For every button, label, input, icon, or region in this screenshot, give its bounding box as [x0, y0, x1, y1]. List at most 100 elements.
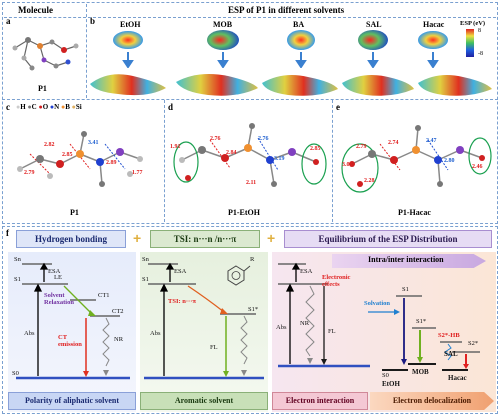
legend-si: Si	[75, 103, 82, 111]
panel-d: d 1.91 2.76 2.84 2.76 3.19 2.11 2.85 P1-…	[166, 100, 333, 222]
esp-sal	[358, 30, 388, 50]
footer-aliphatic-label: Polarity of aliphatic solvent	[25, 396, 119, 405]
row-divider	[2, 99, 498, 100]
c-dist-6: 1.77	[132, 170, 143, 176]
colorbar-title: ESP (eV)	[460, 20, 486, 27]
etoh-circle-right	[301, 143, 327, 185]
esp-hacac	[418, 31, 448, 49]
c-dist-3: 3.41	[88, 140, 99, 146]
panel-e-molecule-name: P1-Hacac	[398, 208, 431, 217]
d3-s2-hb: S2*-HB	[438, 332, 460, 339]
panel-a: a Molecule P1	[4, 4, 87, 98]
d-dist-5: 3.19	[274, 156, 285, 162]
d1-s1: S1	[14, 276, 21, 283]
d-dist-3: 2.84	[226, 150, 237, 156]
panel-f-label: f	[6, 228, 9, 238]
esp-etoh	[113, 31, 143, 49]
panel-c-molecule-name: P1	[70, 208, 79, 217]
esp-ba	[287, 30, 315, 50]
panel-b-title: ESP of P1 in different solvents	[228, 5, 345, 15]
footer-electron-interaction: Electron interaction	[272, 392, 368, 410]
etoh-circle-left	[173, 141, 199, 183]
panel-a-title-rule	[4, 17, 86, 18]
panel-b-label: b	[90, 16, 96, 26]
d3-etoh: EtOH	[382, 380, 400, 388]
d3-fl: FL	[328, 328, 336, 335]
panel-b-title-rule	[88, 17, 496, 18]
p1-ball-stick	[17, 131, 143, 187]
c-dist-4: 2.89	[106, 160, 117, 166]
d2-esa: ESA	[174, 268, 187, 275]
footer-electron-label: Electron interaction	[285, 396, 355, 405]
d1-sn: Sn	[14, 256, 21, 263]
d2-abs: Abs	[150, 330, 161, 337]
colorbar-min: -8	[478, 51, 483, 57]
benzene-icon	[227, 265, 245, 286]
complex-etoh	[90, 74, 166, 96]
panel-c-label: c	[6, 102, 10, 112]
solvent-label-etoh: EtOH	[120, 20, 141, 29]
p1-hacac-ball-stick	[341, 125, 492, 193]
d3-esa: ESA	[300, 268, 313, 275]
solvent-label-ba: BA	[293, 20, 305, 29]
panel-e-label: e	[336, 102, 340, 112]
legend-dot-h: ●	[16, 103, 21, 111]
legend-dot-o: ●	[38, 103, 43, 111]
d3-s1: S1	[402, 286, 409, 293]
mechanism-hydrogen-bonding: Hydrogen bonding	[16, 230, 126, 248]
mechanism-tsi: TSI: n···n /n···π	[150, 230, 260, 248]
d3-electronic-effects: Electronic effects	[322, 274, 351, 288]
footer-aliphatic: Polarity of aliphatic solvent	[8, 392, 136, 410]
d1-le: LE	[54, 274, 62, 281]
jablonski-3	[278, 262, 480, 371]
e-dist-5: 2.47	[426, 138, 437, 144]
d2-s1: S1	[142, 276, 149, 283]
panel-d-molecule-name: P1-EtOH	[228, 208, 260, 217]
panel-a-label: a	[6, 16, 11, 26]
d1-solvent-relaxation: Solvent Relaxation	[44, 292, 74, 306]
solvent-label-mob: MOB	[213, 20, 233, 29]
mechanism-label-1: Hydrogen bonding	[34, 234, 108, 244]
mechanism-label-3: Equilibrium of the ESP Distribution	[318, 234, 458, 244]
d3-sal: SAL	[444, 350, 458, 358]
atom-legend: ●H ●C ●O ●N ●B ●Si	[16, 103, 82, 111]
legend-b: B	[65, 103, 70, 111]
d2-r: R	[250, 256, 255, 263]
d-dist-1: 1.91	[170, 144, 181, 150]
panel-c: c ●H ●C ●O ●N ●B ●Si 2.82 2.85 3.41	[4, 100, 165, 222]
mechanism-esp-equilibrium: Equilibrium of the ESP Distribution	[284, 230, 492, 248]
hacac-circle-right	[468, 137, 492, 175]
d1-abs: Abs	[24, 330, 35, 337]
top-panel-frame	[2, 2, 498, 224]
d3-s2-star: S2*	[468, 340, 479, 347]
legend-h: H	[20, 103, 26, 111]
e-dist-2: 3.01	[342, 162, 353, 168]
d-dist-7: 2.85	[310, 146, 321, 152]
e-dist-1: 2.79	[356, 144, 367, 150]
c-dist-5: 2.79	[24, 170, 35, 176]
mechanism-label-2: TSI: n···n /n···π	[173, 234, 237, 244]
d1-ct-emission: CT emission	[58, 334, 82, 348]
c-dist-2: 2.85	[62, 152, 73, 158]
solvent-arrows	[122, 52, 439, 68]
d-dist-4: 2.76	[258, 136, 269, 142]
colorbar-max: 8	[478, 28, 481, 34]
complex-mob	[176, 74, 258, 96]
p1-etoh-ball-stick	[173, 123, 327, 187]
footer-aromatic: Aromatic solvent	[140, 392, 268, 410]
e-dist-4: 2.74	[388, 140, 399, 146]
diagram-electron: Intra/inter interaction	[272, 252, 496, 412]
intra-inter-label: Intra/inter interaction	[368, 255, 444, 264]
d3-mob: MOB	[412, 368, 429, 376]
legend-o: O	[42, 103, 49, 111]
complex-esp-surfaces	[90, 74, 492, 96]
footer-electron-delocalization: Electron delocalization	[370, 392, 494, 410]
d3-solvation: Solvation	[364, 300, 391, 307]
panel-f-frame	[2, 226, 498, 414]
complex-ba	[262, 75, 338, 96]
panel-d-label: d	[168, 102, 174, 112]
d3-abs: Abs	[276, 324, 287, 331]
diagram-aromatic: Sn S1 S1* ESA Abs FL R TSI: n···π Aromat…	[140, 252, 268, 412]
legend-dot-b: ●	[60, 103, 66, 111]
plus-2: +	[267, 230, 276, 246]
